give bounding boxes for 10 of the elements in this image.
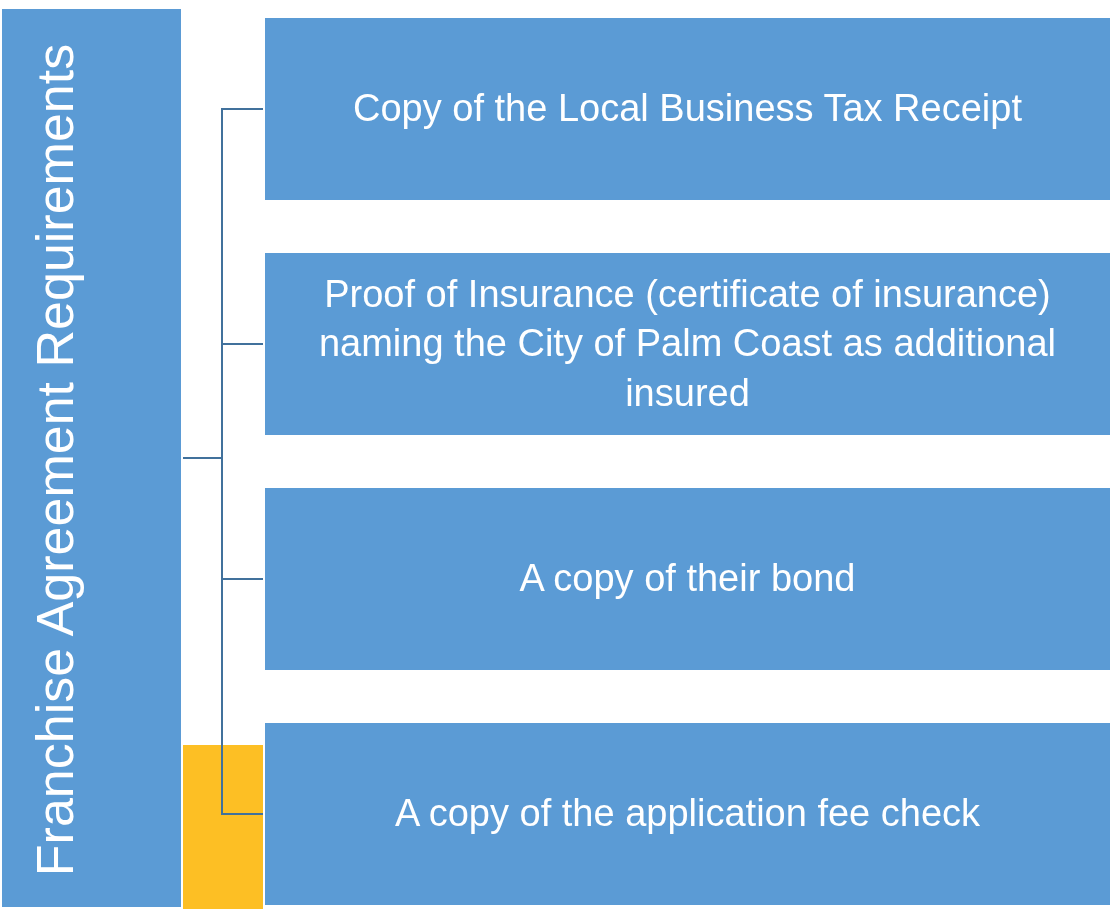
item-box: [263, 721, 1112, 907]
item-text: A copy of the application fee check: [393, 791, 982, 837]
item-text: Copy of the Local Business Tax Receipt: [352, 86, 1023, 132]
item-text: Proof of Insurance (certificate of insurance) naming the City of Palm Coast as additional insured: [317, 271, 1058, 416]
vertical-heading: Franchise Agreement Requirements: [25, 42, 85, 879]
item-box: [263, 486, 1112, 672]
title-bar: [0, 7, 183, 909]
item-box: [263, 16, 1112, 202]
item-text: A copy of their bond: [518, 556, 857, 602]
item-box: [263, 251, 1112, 437]
